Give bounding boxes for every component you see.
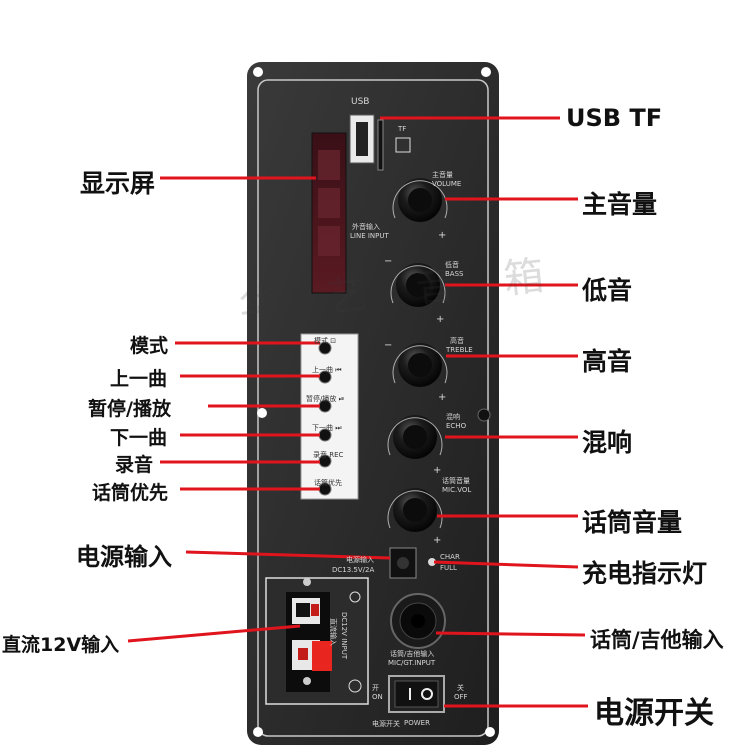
leader-power-input	[185, 550, 391, 560]
charge-led	[428, 558, 436, 566]
btn-next-label: 下一曲 ⏭	[312, 424, 342, 432]
echo-led	[477, 408, 491, 422]
plus-mark: +	[438, 230, 447, 241]
power-in-cn-silk: 电源输入	[346, 556, 374, 564]
label-charge-indicator: 充电指示灯	[582, 559, 708, 588]
panel-body	[247, 62, 499, 745]
dc-input-cn-silk: 直流输入	[329, 618, 337, 646]
mic-input-cn-silk: 话筒/吉他输入	[390, 650, 435, 658]
label-mic-guitar-input: 话筒/吉他输入	[590, 628, 724, 652]
dc-input-en-silk: DC12V INPUT	[340, 612, 348, 660]
plus-mark: +	[436, 314, 445, 325]
switch-on-cn-silk: 开	[372, 684, 379, 692]
volume-knob	[398, 178, 442, 222]
panel-border-line	[257, 79, 489, 737]
echo-en-silk: ECHO	[446, 422, 467, 430]
treble-en-silk: TREBLE	[446, 346, 473, 354]
bass-en-silk: BASS	[445, 270, 464, 278]
mic-input-en-silk: MIC/GT.INPUT	[388, 659, 436, 667]
label-display: 显示屏	[80, 169, 156, 198]
mic-guitar-jack	[390, 593, 446, 649]
power-switch-en-silk: POWER	[404, 719, 430, 727]
btn-prev-label: 上一曲 ⏮	[312, 366, 342, 374]
tf-slot	[377, 119, 384, 171]
volume-en-silk: VOLUME	[432, 180, 462, 188]
switch-off-en-silk: OFF	[454, 693, 468, 701]
label-power-switch: 电源开关	[594, 696, 714, 731]
power-switch	[388, 675, 445, 713]
plus-mark: +	[433, 465, 442, 476]
label-main-volume: 主音量	[582, 190, 658, 219]
btn-mic-label: 话筒优先	[314, 479, 342, 487]
switch-off-cn-silk: 关	[457, 684, 464, 692]
mode-button	[318, 341, 332, 355]
screw-hole	[253, 67, 263, 77]
label-prev-track: 上一曲	[110, 368, 168, 390]
label-mode: 模式	[130, 335, 169, 357]
minus-mark: −	[384, 256, 393, 267]
btn-play-label: 暂停/播放 ⏯	[306, 395, 345, 403]
echo-knob	[393, 415, 437, 459]
charge-silk: CHAR	[440, 553, 460, 561]
label-pause-play: 暂停/播放	[88, 398, 171, 420]
plus-mark: +	[438, 392, 447, 403]
label-mic-priority: 话筒优先	[92, 482, 169, 504]
label-usb-tf: USB TF	[566, 104, 663, 132]
label-bass: 低音	[582, 276, 633, 305]
leader-mic-input	[435, 631, 586, 637]
switch-on-en-silk: ON	[372, 693, 383, 701]
mic-vol-en-silk: MIC.VOL	[442, 486, 472, 494]
power-in-spec-silk: DC13.5V/2A	[332, 566, 375, 574]
treble-cn-silk: 高音	[450, 337, 464, 345]
mic-volume-knob	[393, 488, 437, 532]
screw-hole	[481, 67, 491, 77]
full-silk: FULL	[440, 564, 457, 572]
volume-cn-silk: 主音量	[432, 171, 453, 179]
echo-cn-silk: 混响	[446, 413, 460, 421]
screw-hole	[485, 727, 495, 737]
button-strip	[300, 333, 359, 500]
mic-vol-cn-silk: 话筒音量	[442, 477, 470, 485]
label-next-track: 下一曲	[110, 427, 168, 449]
screw-hole	[257, 408, 267, 418]
screw-hole	[253, 727, 263, 737]
btn-mode-label: 模式 ⊡	[314, 337, 337, 345]
minus-mark: −	[384, 340, 393, 351]
label-power-input: 电源输入	[76, 543, 172, 571]
label-record: 录音	[115, 454, 154, 476]
leader-dc12v	[127, 624, 301, 643]
label-echo: 混响	[582, 428, 633, 457]
power-switch-cn-silk: 电源开关	[372, 720, 400, 728]
usb-silk: USB	[351, 97, 370, 107]
bass-knob	[396, 263, 440, 307]
label-dc12v-input: 直流12V输入	[2, 634, 120, 656]
dc-terminal-box	[265, 577, 369, 705]
btn-rec-label: 录音 REC	[313, 451, 344, 459]
tf-silk: TF	[398, 125, 407, 133]
treble-knob	[398, 343, 442, 387]
label-treble: 高音	[582, 347, 633, 376]
label-mic-volume: 话筒音量	[582, 508, 683, 537]
leader-charge	[433, 560, 579, 569]
plus-mark: +	[433, 535, 442, 546]
bass-cn-silk: 低音	[445, 261, 459, 269]
line-input-cn-silk: 外音输入	[352, 223, 380, 231]
line-input-en-silk: LINE INPUT	[350, 232, 389, 240]
